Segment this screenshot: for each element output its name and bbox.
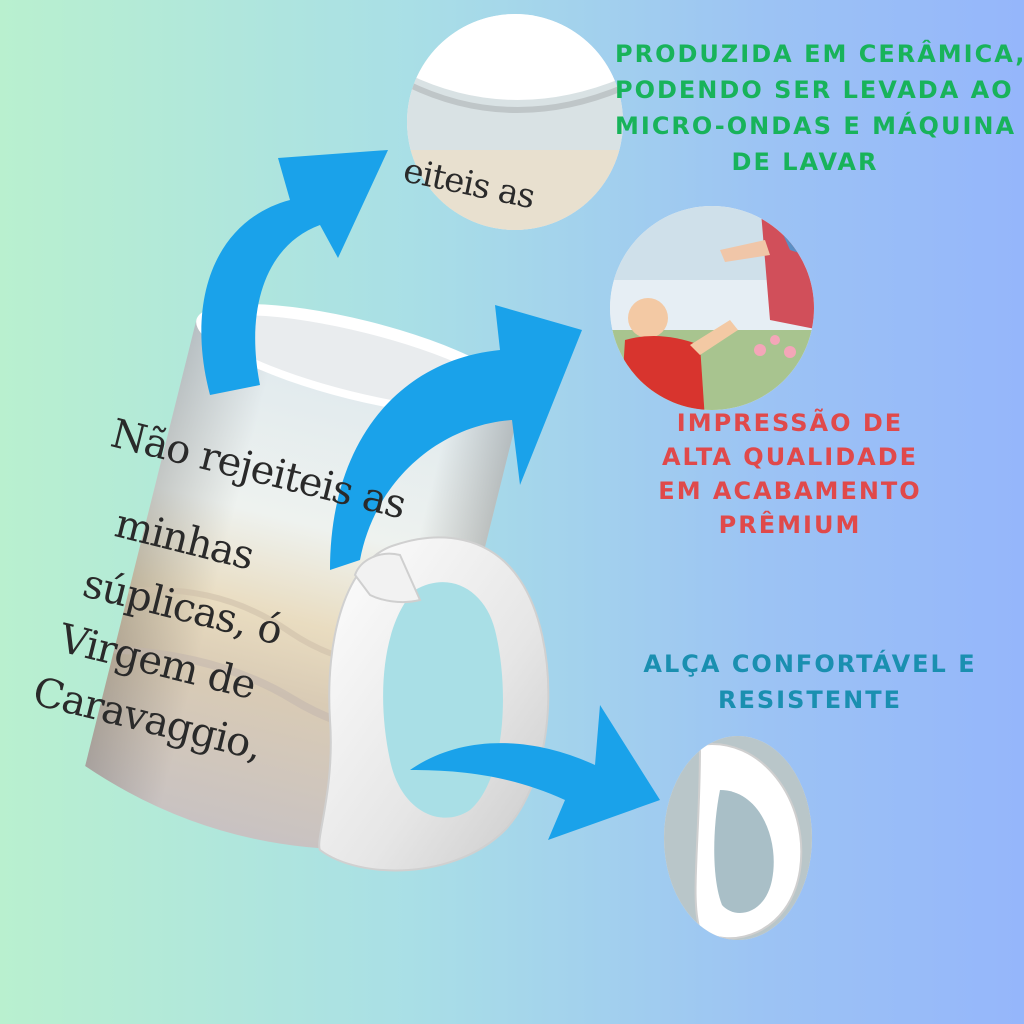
feature-ceramic: PRODUZIDA EM CERÂMICA, PODENDO SER LEVAD… — [615, 36, 1024, 180]
mug-handle — [318, 536, 550, 872]
feature-print-line-1: IMPRESSÃO DE — [676, 409, 904, 437]
feature-ceramic-line-4: DE LAVAR — [731, 148, 879, 176]
curved-arrow-handle-icon — [410, 705, 660, 840]
feature-handle: ALÇA CONFORTÁVEL E RESISTENTE — [610, 646, 1010, 718]
feature-ceramic-line-2: PODENDO SER LEVADA AO — [615, 76, 1014, 104]
feature-print-line-2: ALTA QUALIDADE — [661, 443, 919, 471]
zoom-handle-circle — [664, 736, 812, 940]
feature-print-line-3: EM ACABAMENTO — [658, 477, 922, 505]
feature-print-line-4: PRÊMIUM — [718, 511, 862, 539]
zoom-print-circle — [610, 206, 814, 410]
curved-arrow-right-icon — [330, 305, 582, 570]
feature-handle-line-1: ALÇA CONFORTÁVEL E — [643, 650, 977, 678]
feature-handle-line-2: RESISTENTE — [718, 686, 902, 714]
feature-ceramic-line-1: PRODUZIDA EM CERÂMICA, — [615, 40, 1024, 68]
feature-ceramic-line-3: MICRO-ONDAS E MÁQUINA — [615, 112, 1017, 140]
curved-arrow-up-icon — [201, 150, 388, 395]
feature-print: IMPRESSÃO DE ALTA QUALIDADE EM ACABAMENT… — [640, 406, 940, 542]
